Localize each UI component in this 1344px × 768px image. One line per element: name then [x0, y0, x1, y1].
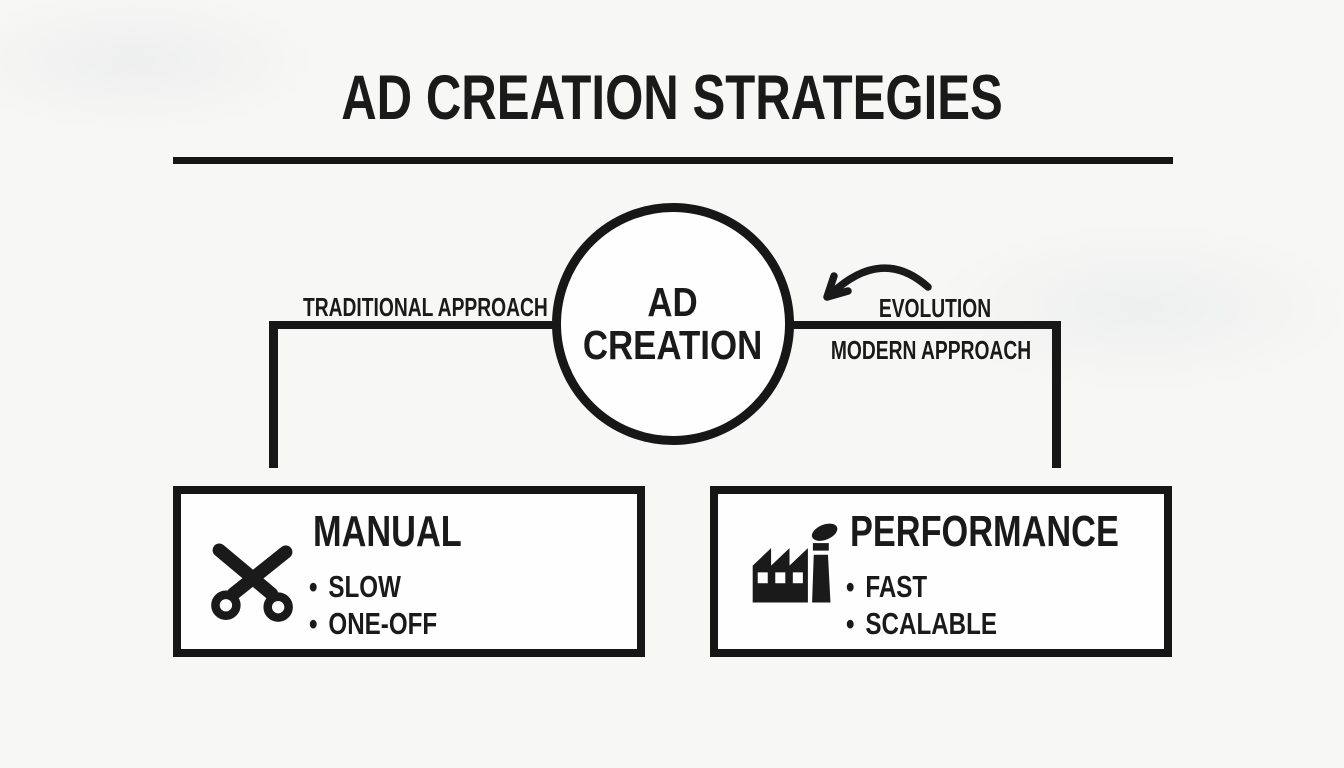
hub-label: AD CREATION: [583, 278, 763, 368]
performance-bullet-fast-label: FAST: [865, 569, 928, 604]
title-underline: [173, 157, 1173, 164]
performance-bullet-list: • FAST • SCALABLE: [846, 568, 1040, 642]
page-title: AD CREATION STRATEGIES: [341, 63, 1003, 133]
performance-bullet-scalable-label: SCALABLE: [865, 606, 998, 641]
evolution-arrow-icon: [806, 246, 936, 312]
scissors-icon: [205, 534, 300, 629]
label-traditional-approach: TRADITIONAL APPROACH: [303, 292, 548, 322]
label-evolution: EVOLUTION: [878, 293, 992, 323]
manual-strategy-box: MANUAL • SLOW • ONE-OFF: [173, 486, 645, 657]
bullet-dot: •: [309, 569, 318, 604]
connector-right-vertical: [1052, 321, 1061, 468]
factory-icon: [746, 520, 838, 608]
bullet-dot: •: [309, 606, 318, 641]
manual-bullet-one-off: • ONE-OFF: [309, 605, 437, 642]
performance-heading: PERFORMANCE: [850, 507, 1119, 556]
manual-bullet-slow: • SLOW: [309, 568, 437, 605]
manual-bullet-list: • SLOW • ONE-OFF: [309, 568, 473, 642]
hub-node-ad-creation: AD CREATION: [552, 203, 794, 445]
bullet-dot: •: [846, 606, 855, 641]
hub-label-line1: AD: [647, 278, 699, 325]
hub-label-line2: CREATION: [583, 322, 763, 368]
manual-heading: MANUAL: [313, 507, 462, 556]
manual-bullet-one-off-label: ONE-OFF: [328, 606, 438, 641]
connector-left-horizontal: [269, 321, 556, 329]
performance-bullet-scalable: • SCALABLE: [846, 605, 997, 642]
label-modern-approach: MODERN APPROACH: [830, 335, 1032, 365]
bullet-dot: •: [846, 569, 855, 604]
connector-right-horizontal: [790, 321, 1061, 329]
connector-left-vertical: [269, 321, 278, 468]
manual-bullet-slow-label: SLOW: [328, 569, 401, 604]
performance-bullet-fast: • FAST: [846, 568, 997, 605]
performance-strategy-box: PERFORMANCE • FAST • SCALABLE: [710, 486, 1172, 657]
